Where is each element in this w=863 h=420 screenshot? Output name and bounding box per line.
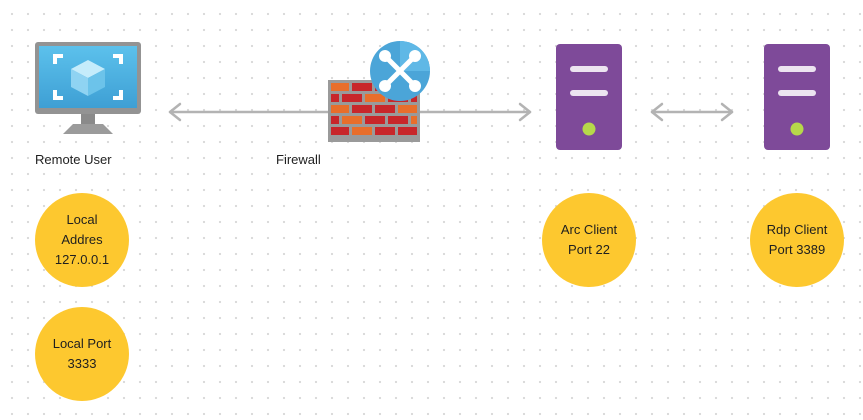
rdp-client-text: Rdp Client Port 3389 — [766, 222, 828, 257]
firewall-label: Firewall — [276, 152, 321, 167]
server-icon — [556, 44, 622, 150]
arc-client-circle: Arc Client Port 22 — [542, 193, 636, 287]
local-address-circle: Local Addres 127.0.0.1 — [35, 193, 129, 287]
arc-client-text: Arc Client Port 22 — [560, 222, 618, 257]
arrow-arc-client-to-rdp-client — [650, 102, 734, 122]
rdp-client-circle: Rdp Client Port 3389 — [750, 193, 844, 287]
monitor-icon — [35, 42, 141, 134]
local-port-circle: Local Port 3333 — [35, 307, 129, 401]
local-port-text: Local Port 3333 — [52, 336, 112, 371]
remote-user-label: Remote User — [35, 152, 112, 167]
local-address-text: Local Addres 127.0.0.1 — [54, 212, 110, 267]
server-icon — [764, 44, 830, 150]
globe-icon — [370, 41, 430, 101]
